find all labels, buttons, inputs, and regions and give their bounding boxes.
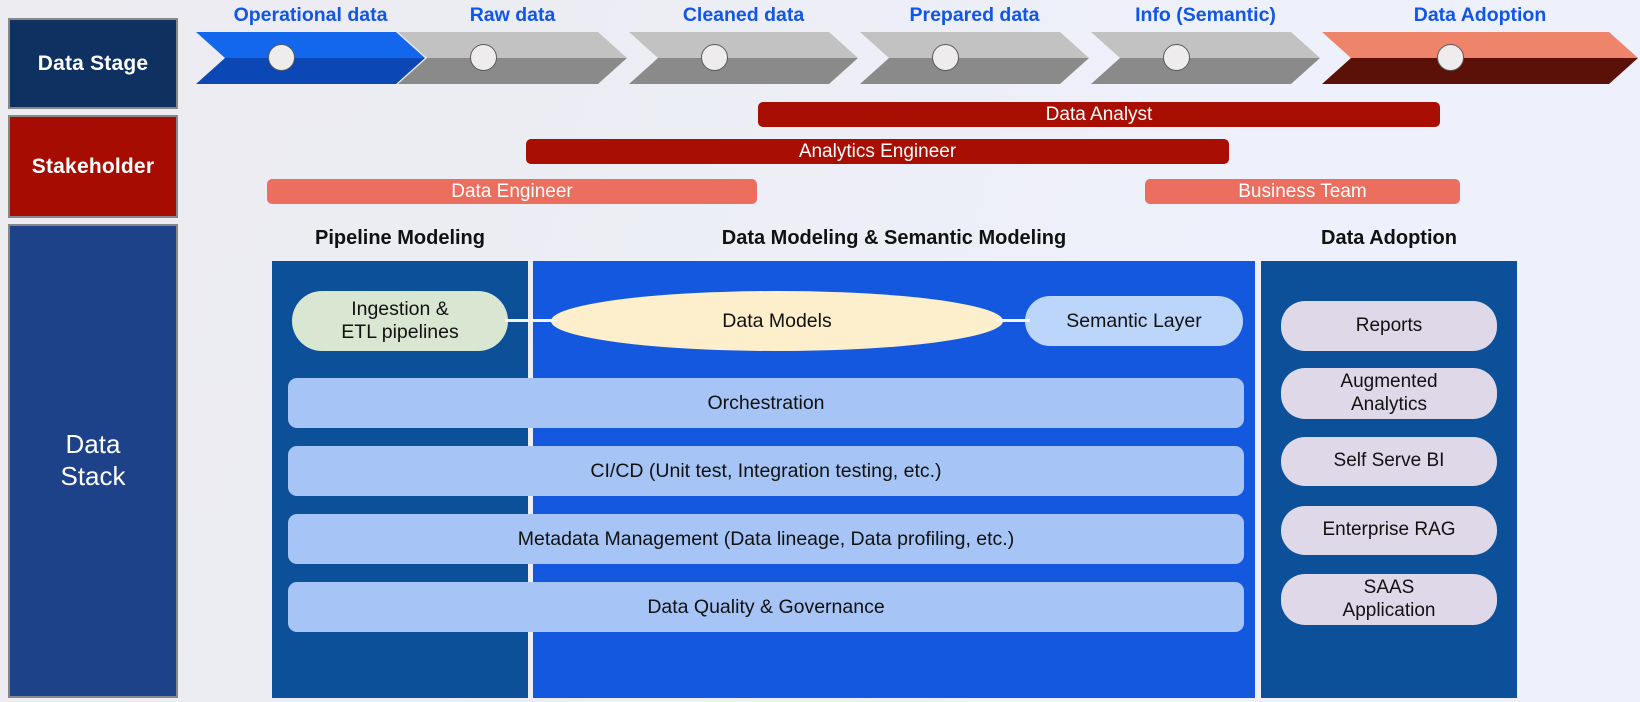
capability-bar-1[interactable]: CI/CD (Unit test, Integration testing, e… xyxy=(288,446,1244,496)
node-data-models-label: Data Models xyxy=(722,309,832,332)
stage-chevron-top-5 xyxy=(1322,32,1638,58)
capability-bar-0[interactable]: Orchestration xyxy=(288,378,1244,428)
node-semantic-layer[interactable]: Semantic Layer xyxy=(1025,296,1243,346)
stage-chevron-0[interactable] xyxy=(196,32,425,84)
adoption-item-label-2: Self Serve BI xyxy=(1333,450,1445,472)
capability-bar-label-1: CI/CD (Unit test, Integration testing, e… xyxy=(590,459,942,482)
sidebar-label-stakeholder: Stakeholder xyxy=(31,154,155,178)
adoption-item-line1-1: Augmented xyxy=(1340,371,1438,393)
capability-bar-label-2: Metadata Management (Data lineage, Data … xyxy=(517,527,1015,550)
adoption-item-line2-4: Application xyxy=(1342,599,1436,621)
stage-label-row: Operational data Raw data Cleaned data Prep… xyxy=(0,4,1640,32)
node-data-models[interactable]: Data Models xyxy=(551,291,1003,351)
stage-label-3: Prepared data xyxy=(909,4,1040,26)
connector-ingestion-to-datamodels xyxy=(505,319,557,322)
stage-chevron-top-3 xyxy=(860,32,1089,58)
stage-chevron-row xyxy=(0,32,1640,84)
sidebar-label-data-stack-line2: Stack xyxy=(60,461,126,491)
stage-chevron-5[interactable] xyxy=(1322,32,1638,84)
adoption-item-reports[interactable]: Reports xyxy=(1281,301,1497,351)
adoption-item-label-0: Reports xyxy=(1355,314,1423,336)
node-ingestion-line2: ETL pipelines xyxy=(341,321,459,343)
stage-marker-dot-1 xyxy=(469,44,497,71)
stakeholder-label-2: Data Engineer xyxy=(451,180,573,202)
sidebar-label-data-stage: Data Stage xyxy=(37,51,149,75)
adoption-item-line1-4: SAAS xyxy=(1363,577,1415,599)
sidebar-label-data-stack-line1: Data xyxy=(65,429,121,460)
stage-chevron-bottom-2 xyxy=(629,58,858,84)
sidebar-label-data-stack: Data Stack xyxy=(60,429,125,492)
connector-datamodels-to-semantic xyxy=(996,319,1030,322)
capability-bar-label-0: Orchestration xyxy=(707,391,825,414)
stage-label-1: Raw data xyxy=(469,4,556,26)
adoption-item-self-serve-bi[interactable]: Self Serve BI xyxy=(1281,437,1497,486)
node-ingestion-label: Ingestion & ETL pipelines xyxy=(341,298,458,344)
stage-label-5: Data Adoption xyxy=(1413,4,1547,26)
stage-chevron-bottom-0 xyxy=(196,58,425,84)
stage-chevron-top-0 xyxy=(196,32,425,58)
stage-chevron-top-1 xyxy=(398,32,627,58)
stakeholder-bar-data-engineer[interactable]: Data Engineer xyxy=(267,179,757,204)
stage-chevron-bottom-5 xyxy=(1322,58,1638,84)
adoption-item-enterprise-rag[interactable]: Enterprise RAG xyxy=(1281,506,1497,555)
stage-label-0: Operational data xyxy=(233,4,388,26)
stage-chevron-1[interactable] xyxy=(398,32,627,84)
capability-bar-2[interactable]: Metadata Management (Data lineage, Data … xyxy=(288,514,1244,564)
stage-marker-dot-2 xyxy=(700,44,728,71)
stakeholder-bar-analytics-engineer[interactable]: Analytics Engineer xyxy=(526,139,1229,164)
stakeholder-bar-data-analyst[interactable]: Data Analyst xyxy=(758,102,1440,127)
panel-heading-1: Data Modeling & Semantic Modeling xyxy=(721,227,1067,249)
stage-chevron-bottom-1 xyxy=(398,58,627,84)
stage-chevron-top-4 xyxy=(1091,32,1320,58)
panel-heading-0: Pipeline Modeling xyxy=(314,227,485,249)
stage-chevron-3[interactable] xyxy=(860,32,1089,84)
stakeholder-label-1: Analytics Engineer xyxy=(798,140,957,162)
sidebar-item-data-stage[interactable]: Data Stage xyxy=(8,18,178,109)
stakeholder-bar-business-team[interactable]: Business Team xyxy=(1145,179,1460,204)
stakeholder-label-3: Business Team xyxy=(1238,180,1367,202)
stage-marker-dot-4 xyxy=(1162,44,1190,71)
adoption-item-line2-1: Analytics xyxy=(1350,393,1428,415)
capability-bar-3[interactable]: Data Quality & Governance xyxy=(288,582,1244,632)
node-semantic-layer-label: Semantic Layer xyxy=(1066,309,1202,332)
panel-heading-2: Data Adoption xyxy=(1321,227,1457,249)
stage-label-4: Info (Semantic) xyxy=(1135,4,1276,26)
stage-chevron-bottom-3 xyxy=(860,58,1089,84)
adoption-item-label-3: Enterprise RAG xyxy=(1322,519,1456,541)
stage-chevron-top-2 xyxy=(629,32,858,58)
stakeholder-label-0: Data Analyst xyxy=(1045,103,1153,125)
node-ingestion-line1: Ingestion & xyxy=(351,298,449,320)
capability-bar-label-3: Data Quality & Governance xyxy=(647,595,885,618)
sidebar-item-stakeholder[interactable]: Stakeholder xyxy=(8,115,178,218)
stage-marker-dot-5 xyxy=(1437,44,1464,71)
stage-chevron-4[interactable] xyxy=(1091,32,1320,84)
node-ingestion-etl-pipelines[interactable]: Ingestion & ETL pipelines xyxy=(292,291,508,351)
stage-marker-dot-0 xyxy=(267,44,295,71)
stage-chevron-2[interactable] xyxy=(629,32,858,84)
stage-chevron-bottom-4 xyxy=(1091,58,1320,84)
sidebar-item-data-stack[interactable]: Data Stack xyxy=(8,224,178,698)
stage-marker-dot-3 xyxy=(931,44,959,71)
stage-label-2: Cleaned data xyxy=(682,4,805,26)
